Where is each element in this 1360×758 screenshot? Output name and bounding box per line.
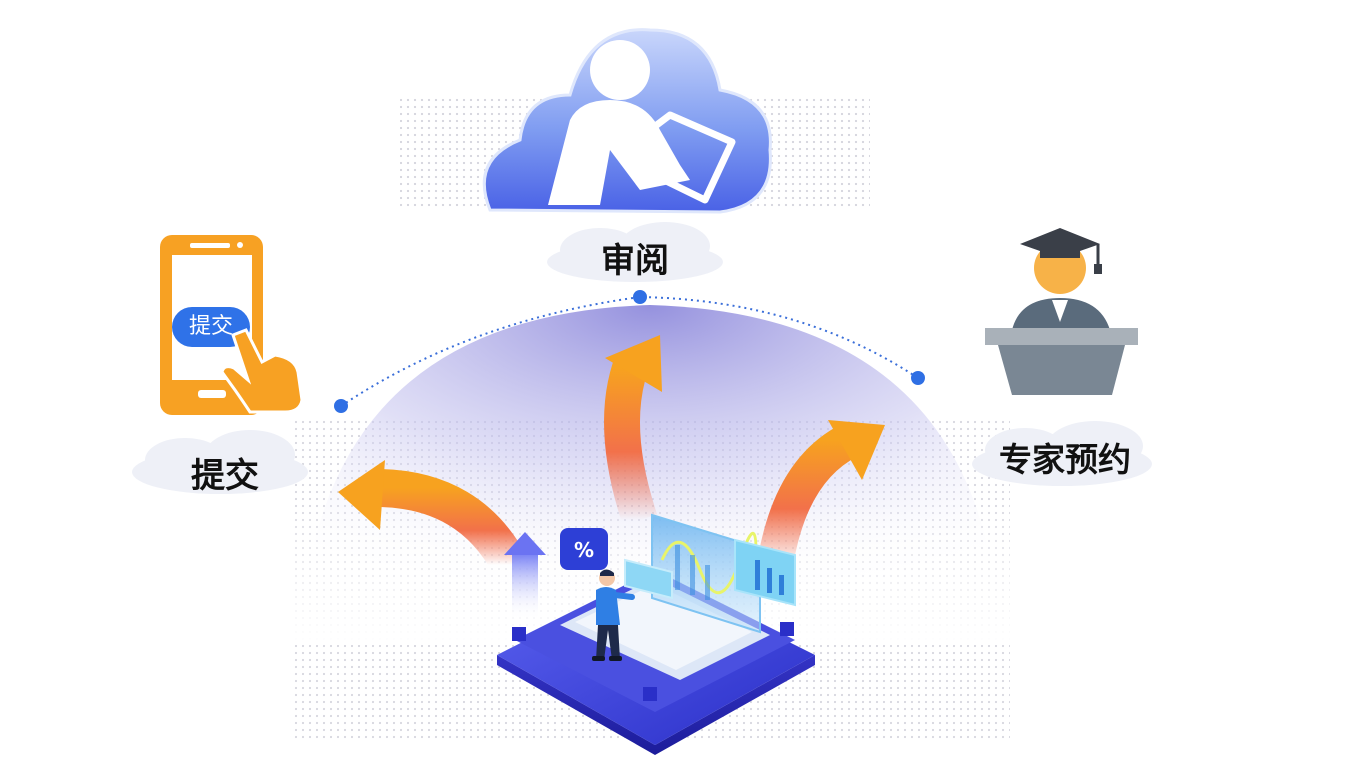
label-cloud-expert (972, 421, 1152, 486)
node-dot-expert (911, 371, 925, 385)
arrow-icon-left (338, 460, 527, 575)
submit-label: 提交 (191, 456, 259, 496)
dome (290, 305, 1010, 645)
phone-submit-button-text: 提交 (188, 314, 233, 339)
arrow-icon-right (757, 420, 885, 569)
expert-appointment-label: 专家预约 (999, 440, 1131, 479)
phone-submit-icon (160, 235, 304, 415)
review-label: 审阅 (601, 241, 669, 281)
label-cloud-review (547, 222, 723, 282)
node-dot-submit (334, 399, 348, 413)
node-dot-review (633, 290, 647, 304)
platform-illustration: % (497, 513, 815, 755)
review-cloud-icon (482, 28, 772, 214)
label-cloud-submit (132, 430, 308, 494)
percent-badge: % (574, 538, 594, 562)
expert-podium-icon (985, 228, 1138, 395)
connection-arc (340, 295, 919, 407)
phone-submit-button (172, 307, 250, 347)
arrow-icon-center (604, 335, 662, 526)
